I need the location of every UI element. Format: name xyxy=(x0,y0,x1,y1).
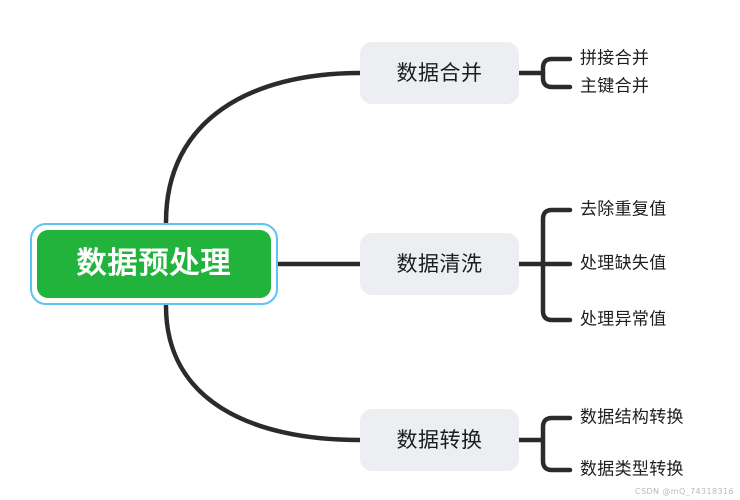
branch-node-label: 数据合并 xyxy=(396,60,483,85)
bracket-arm-2-0 xyxy=(540,415,573,473)
bracket-arm-0-0 xyxy=(540,56,573,90)
branch-node-label: 数据转换 xyxy=(396,427,483,452)
connector-root-to-branch-0 xyxy=(163,70,363,225)
leaf-node-label[interactable]: 去除重复值 xyxy=(580,199,667,220)
leaf-node-label[interactable]: 处理异常值 xyxy=(580,309,667,330)
leaf-node-label[interactable]: 拼接合并 xyxy=(580,48,650,69)
root-node-fill: 数据预处理 xyxy=(37,230,271,298)
branch-node-label: 数据清洗 xyxy=(396,251,483,276)
root-node-label: 数据预处理 xyxy=(76,246,232,281)
branch-node-data-merge[interactable]: 数据合并 xyxy=(360,42,519,104)
leaf-node-label[interactable]: 数据结构转换 xyxy=(580,407,684,428)
leaf-node-label[interactable]: 数据类型转换 xyxy=(580,459,684,480)
connector-root-to-branch-2 xyxy=(163,303,363,443)
watermark-text: CSDN @mQ_74318316 xyxy=(635,487,734,496)
leaf-node-label[interactable]: 处理缺失值 xyxy=(580,253,667,274)
bracket-arm-1-0 xyxy=(540,207,573,323)
branch-node-data-cleaning[interactable]: 数据清洗 xyxy=(360,233,519,295)
branch-node-data-transform[interactable]: 数据转换 xyxy=(360,409,519,471)
root-node[interactable]: 数据预处理 xyxy=(30,223,278,305)
leaf-node-label[interactable]: 主键合并 xyxy=(580,76,650,97)
